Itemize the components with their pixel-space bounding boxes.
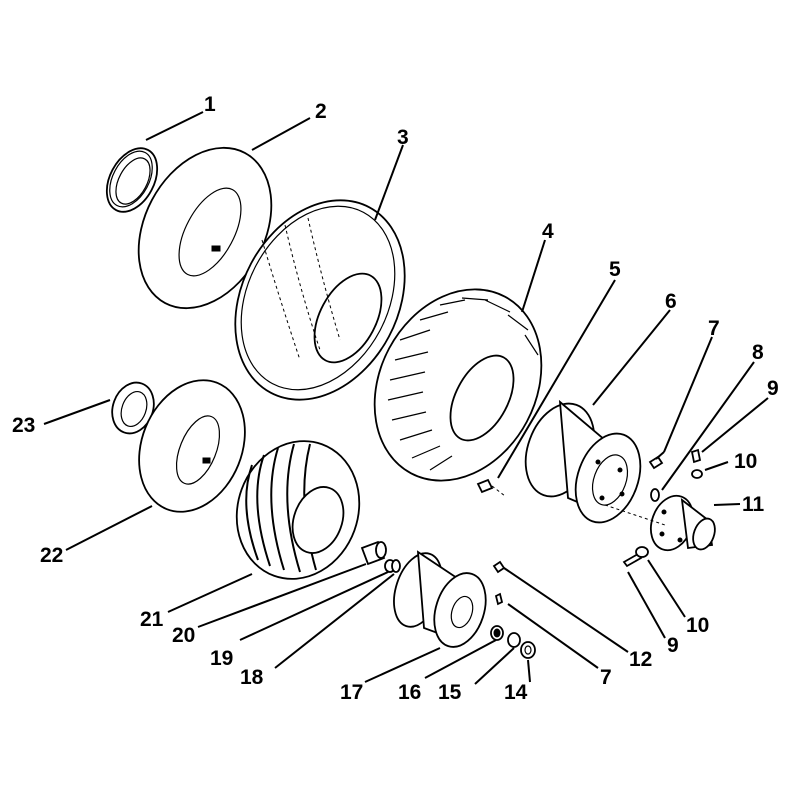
label-6: 6 xyxy=(665,290,677,313)
leader-lines xyxy=(43,111,769,685)
part-3-turf-tire xyxy=(234,199,406,401)
part-6-wheel-rim xyxy=(524,399,642,524)
part-7-bolt-upper xyxy=(648,451,665,470)
part-12-fitting xyxy=(492,560,506,574)
label-9-upper: 9 xyxy=(767,377,779,400)
part-18-bearing xyxy=(391,559,401,573)
label-22: 22 xyxy=(40,544,63,567)
part-7-bolt-lower xyxy=(494,592,504,606)
label-3: 3 xyxy=(397,126,409,149)
label-1: 1 xyxy=(204,93,216,116)
part-17-wheel-rim xyxy=(393,550,487,648)
label-17: 17 xyxy=(340,681,363,704)
part-10-nut-lower xyxy=(635,546,649,558)
part-22-inner-tube xyxy=(138,379,246,513)
label-16: 16 xyxy=(398,681,421,704)
label-10-lower: 10 xyxy=(686,614,709,637)
part-14-nut xyxy=(520,641,536,659)
part-10-nut-upper xyxy=(691,469,703,479)
label-11: 11 xyxy=(742,493,765,516)
part-5-valve-stem xyxy=(476,478,506,497)
label-21: 21 xyxy=(140,608,164,631)
label-7-lower: 7 xyxy=(600,666,612,689)
label-5: 5 xyxy=(609,258,621,281)
label-8: 8 xyxy=(752,341,764,364)
label-4: 4 xyxy=(542,220,554,243)
label-7-upper: 7 xyxy=(708,317,720,340)
part-20-spacer xyxy=(360,540,387,566)
label-12: 12 xyxy=(629,648,652,671)
label-10-upper: 10 xyxy=(734,450,757,473)
label-19: 19 xyxy=(210,647,233,670)
part-16-bearing xyxy=(490,625,504,641)
part-23-rim-ring xyxy=(111,381,155,435)
callout-labels: 1 2 3 4 5 6 7 8 9 10 11 10 9 12 7 14 15 … xyxy=(12,93,779,704)
label-9-lower: 9 xyxy=(667,634,679,657)
label-18: 18 xyxy=(240,666,264,689)
part-21-ribbed-tire xyxy=(235,440,361,580)
assembly-axis-line xyxy=(604,504,666,526)
label-20: 20 xyxy=(172,624,195,647)
label-23: 23 xyxy=(12,414,35,437)
part-8-washer-upper xyxy=(650,488,660,502)
label-15: 15 xyxy=(438,681,462,704)
label-14: 14 xyxy=(504,681,528,704)
part-4-lug-tire xyxy=(373,288,543,482)
part-1-rim-ring xyxy=(105,147,159,213)
part-15-washer xyxy=(507,632,521,648)
part-9-bolt-upper xyxy=(690,448,702,464)
part-11-hub xyxy=(650,494,716,552)
part-9-bolt-lower xyxy=(622,552,643,568)
part-2-inner-tube xyxy=(137,146,273,310)
label-2: 2 xyxy=(315,100,327,123)
